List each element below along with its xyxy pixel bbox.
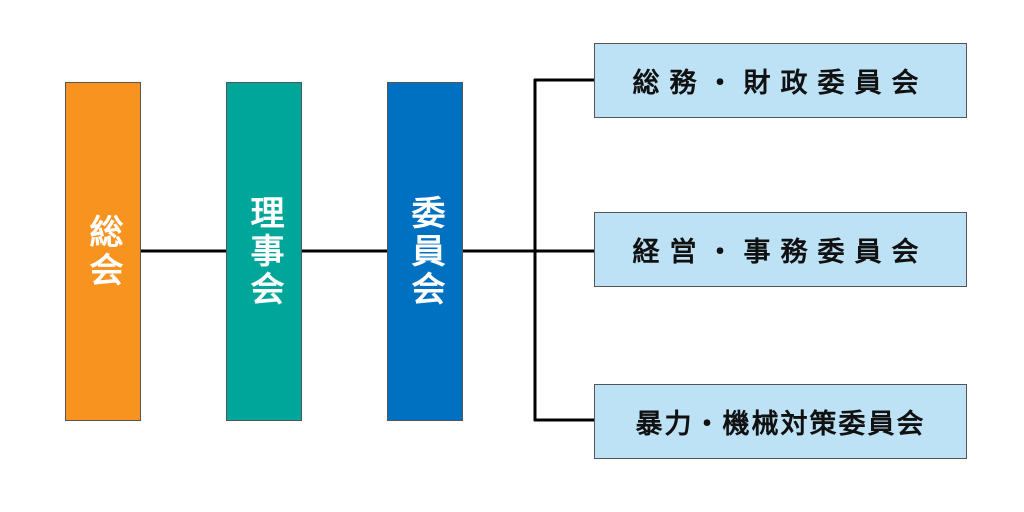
management-office-committee-label: 経営・事務委員会 (632, 237, 929, 268)
management-office-committee-box: 経営・事務委員会 (594, 212, 967, 287)
violence-machinery-committee-label: 暴力・機械対策委員会 (635, 409, 926, 440)
committee-box: 委員会 (387, 82, 463, 421)
general-assembly-label: 総会 (83, 213, 123, 290)
general-affairs-finance-committee-label: 総務・財政委員会 (632, 68, 929, 99)
committee-label: 委員会 (405, 194, 445, 309)
violence-machinery-committee-box: 暴力・機械対策委員会 (594, 384, 967, 459)
board-label: 理事会 (244, 194, 284, 309)
general-assembly-box: 総会 (65, 82, 141, 421)
board-box: 理事会 (226, 82, 302, 421)
general-affairs-finance-committee-box: 総務・財政委員会 (594, 43, 967, 118)
